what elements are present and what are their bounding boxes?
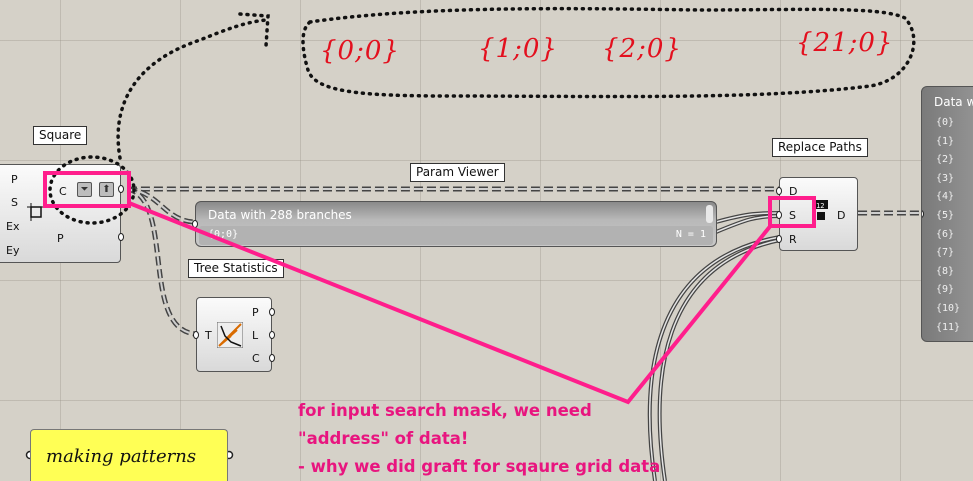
tree-statistics-output-p-port[interactable] bbox=[269, 308, 275, 316]
handwritten-path: {1;0} bbox=[478, 34, 558, 64]
list-item: {1} bbox=[936, 135, 955, 147]
square-label: Square bbox=[33, 126, 88, 145]
param-viewer-path: {0;0} bbox=[208, 229, 239, 240]
handwritten-path: {2;0} bbox=[602, 34, 682, 64]
square-output-p[interactable]: P bbox=[57, 232, 64, 245]
data-panel-input-port[interactable] bbox=[922, 210, 924, 218]
annotation-line: - why we did graft for sqaure grid data bbox=[298, 457, 661, 476]
replace-paths-input-s-port[interactable] bbox=[776, 211, 782, 219]
replace-paths-component[interactable]: D S R 12 D bbox=[776, 177, 858, 251]
annotation-line: "address" of data! bbox=[298, 429, 469, 448]
replace-paths-input-s[interactable]: S bbox=[789, 209, 796, 222]
list-item: {10} bbox=[936, 302, 961, 314]
data-panel[interactable]: Data w {0} {1} {2} {3} {4} {5} {6} {7} {… bbox=[921, 86, 973, 342]
param-viewer-title: Data with 288 branches bbox=[208, 208, 352, 222]
list-item: {4} bbox=[936, 191, 955, 203]
wire-bottom-to-replace-r bbox=[647, 235, 781, 481]
tree-statistics-input-t[interactable]: T bbox=[205, 329, 212, 342]
tree-statistics-output-p[interactable]: P bbox=[252, 306, 259, 319]
param-viewer-count: N = 1 bbox=[675, 229, 706, 240]
graft-icon[interactable]: ⬆ bbox=[99, 182, 114, 197]
tree-statistics-icon bbox=[216, 321, 244, 349]
svg-text:12: 12 bbox=[816, 202, 824, 210]
tree-statistics-component[interactable]: T P L C bbox=[193, 297, 275, 372]
data-panel-path-list: {0} {1} {2} {3} {4} {5} {6} {7} {8} {9} … bbox=[936, 114, 960, 337]
handwritten-path: {21;0} bbox=[796, 28, 894, 58]
replace-paths-input-d[interactable]: D bbox=[789, 185, 798, 198]
square-input-p[interactable]: P bbox=[11, 173, 18, 186]
list-item: {6} bbox=[936, 228, 955, 240]
tree-statistics-output-l-port[interactable] bbox=[269, 331, 275, 339]
tree-statistics-output-c-port[interactable] bbox=[269, 354, 275, 362]
param-viewer-label: Param Viewer bbox=[410, 163, 505, 182]
handwritten-path: {0;0} bbox=[320, 36, 400, 66]
square-output-c[interactable]: C bbox=[59, 185, 67, 198]
list-item: {3} bbox=[936, 172, 955, 184]
replace-paths-input-d-port[interactable] bbox=[776, 187, 782, 195]
replace-paths-icon: 12 bbox=[814, 200, 828, 220]
list-item: {5} bbox=[936, 209, 955, 221]
tree-statistics-input-port[interactable] bbox=[193, 331, 199, 339]
wire-c-to-param-viewer bbox=[127, 186, 197, 225]
replace-paths-output-d[interactable]: D bbox=[837, 209, 846, 222]
square-output-p-port[interactable] bbox=[118, 233, 124, 241]
square-output-c-port[interactable] bbox=[118, 185, 124, 193]
replace-paths-input-r[interactable]: R bbox=[789, 233, 797, 246]
funnel-icon[interactable]: ⏷ bbox=[77, 182, 92, 197]
tree-statistics-label: Tree Statistics bbox=[188, 259, 284, 278]
list-item: {2} bbox=[936, 154, 955, 166]
replace-paths-input-r-port[interactable] bbox=[776, 235, 782, 243]
tree-statistics-output-l[interactable]: L bbox=[252, 329, 259, 342]
list-item: {7} bbox=[936, 247, 955, 259]
param-viewer-branch-row bbox=[199, 226, 713, 245]
param-viewer-input-port[interactable] bbox=[192, 220, 198, 228]
annotation-text: for input search mask, we need "address"… bbox=[298, 397, 660, 481]
annotation-line: for input search mask, we need bbox=[298, 401, 592, 420]
param-viewer[interactable]: Data with 288 branches {0;0} N = 1 bbox=[192, 201, 717, 247]
tree-statistics-output-c[interactable]: C bbox=[252, 352, 260, 365]
square-component[interactable]: P S Ex Ey C ⏷ ⬆ P bbox=[0, 164, 124, 263]
list-item: {8} bbox=[936, 265, 955, 277]
data-panel-title: Data w bbox=[934, 95, 973, 109]
wire-c-to-tree-statistics bbox=[127, 186, 197, 337]
list-item: {0} bbox=[936, 117, 955, 128]
list-item: {9} bbox=[936, 284, 955, 296]
note-text: making patterns bbox=[46, 446, 197, 467]
square-input-ey[interactable]: Ey bbox=[6, 244, 20, 257]
scribble-note[interactable]: making patterns bbox=[30, 429, 228, 481]
param-viewer-scrollbar[interactable] bbox=[706, 205, 713, 223]
replace-paths-label: Replace Paths bbox=[772, 138, 868, 157]
square-input-s[interactable]: S bbox=[11, 196, 18, 209]
square-input-ex[interactable]: Ex bbox=[6, 220, 20, 233]
list-item: {11} bbox=[936, 321, 961, 333]
square-grid-icon bbox=[27, 203, 45, 221]
